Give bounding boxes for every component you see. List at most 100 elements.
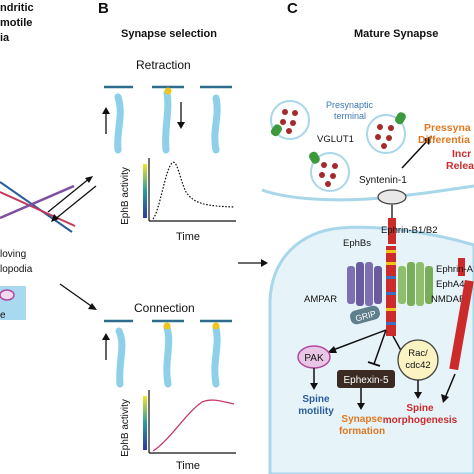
rac-label-line-2: cdc42 — [405, 360, 430, 371]
presynaptic-terminal-line-2: terminal — [334, 111, 366, 121]
arrow-a-to-retraction-up — [47, 177, 91, 213]
presyn-differentiation-line-2: Differentia — [418, 134, 470, 146]
ephb-domain-stripe — [386, 276, 396, 279]
synapse-formation-line-1: Synapse — [341, 414, 383, 425]
panel-c: C Mature Synapse Presynaptic terminal VG… — [261, 0, 474, 474]
panel-a-title-line-3: ia — [0, 32, 10, 44]
conn-contact-dot-2 — [163, 322, 171, 330]
vglut1-label: VGLUT1 — [317, 134, 354, 145]
nmdar-subunit — [425, 266, 433, 304]
nmdar-subunit — [407, 262, 415, 306]
ampar-subunit — [365, 262, 373, 306]
vglut1-transporter — [270, 124, 282, 137]
panel-a: ndritic motile ia loving lopodia e — [0, 2, 97, 321]
glutamate-dot — [377, 124, 383, 130]
vesicle-2 — [310, 152, 350, 192]
connection-ylabel: EphB activity — [120, 399, 131, 457]
legend-marker — [0, 289, 15, 301]
panel-a-title-line-1: ndritic — [0, 2, 34, 14]
epha4-arrowhead — [441, 394, 449, 403]
conn-contact-dot-3 — [212, 322, 220, 330]
presynaptic-terminal-line-1: Presynaptic — [326, 100, 374, 110]
ampar-subunit — [347, 266, 355, 304]
syntenin-arrow — [401, 139, 429, 169]
retraction-arrowhead-down — [177, 122, 185, 129]
ephb-domain-stripe — [386, 292, 396, 295]
nmdar-subunit — [398, 266, 406, 304]
ephb-domain-stripe — [386, 322, 396, 325]
synapse-formation-line-2: formation — [339, 426, 385, 437]
ephrin-b-label: Ephrin-B1/B2 — [381, 225, 438, 236]
glutamate-dot — [332, 163, 338, 169]
panel-c-title: Mature Synapse — [354, 28, 438, 40]
filopodia-track-purple — [0, 184, 75, 220]
filopodia-track-red — [0, 191, 76, 227]
glutamate-dot — [286, 128, 292, 134]
ephrin-b-ligand — [388, 218, 396, 244]
arrowhead-pak-down — [310, 383, 318, 390]
glutamate-dot — [386, 135, 392, 141]
glutamate-dot — [292, 110, 298, 116]
glutamate-dot — [290, 120, 296, 126]
syntenin-1-protein — [377, 189, 407, 205]
inhibit-ephb-to-ephexin — [373, 329, 387, 365]
ephb-domain-stripe — [386, 308, 396, 311]
retraction-ylabel: EphB activity — [120, 167, 131, 225]
inhibit-bar-ephexin — [367, 361, 381, 367]
glutamate-dot — [280, 119, 286, 125]
increased-release-line-2: Relea — [446, 160, 474, 172]
epha4-label: EphA4 — [436, 279, 465, 290]
glutamate-dot — [381, 143, 387, 149]
ephrin-a-label: Ephrin-A — [436, 264, 474, 275]
retraction-color-scale — [143, 164, 147, 218]
panel-a-title-line-2: motile — [0, 17, 32, 29]
connection-label: Connection — [134, 301, 195, 315]
retraction-curve — [152, 161, 235, 220]
moving-filopodia-line-1: loving — [0, 249, 26, 260]
ephb-receptor — [386, 246, 396, 336]
arrowhead-b-to-c — [261, 259, 268, 267]
nmdar-label: NMDAR — [431, 294, 466, 305]
increased-release-line-1: Incr — [452, 148, 471, 160]
grip-protein — [350, 305, 380, 325]
glutamate-dot — [321, 162, 327, 168]
presynaptic-membrane — [261, 184, 474, 202]
pak-label: PAK — [304, 353, 324, 364]
nmdar-subunit — [416, 262, 424, 306]
filopodium-1 — [114, 93, 124, 154]
retraction-xlabel: Time — [176, 231, 200, 243]
ephexin-5-label: Ephexin-5 — [343, 375, 388, 386]
glutamate-dot — [375, 134, 381, 140]
ephb-domain-stripe — [386, 250, 396, 253]
ampar-subunit — [374, 266, 382, 304]
glutamate-dot — [330, 173, 336, 179]
arrowhead-a-to-retraction-up — [85, 176, 93, 183]
panel-c-letter: C — [287, 0, 298, 17]
arrow-ephb-to-pak — [332, 329, 387, 351]
spine-morph-line-2: morphogenesis — [383, 415, 458, 426]
presyn-differentiation-line-1: Pressyna — [424, 122, 471, 134]
epha4-receptor — [449, 279, 474, 371]
filopodium-2 — [162, 89, 172, 154]
spine-morph-line-1: Spine — [406, 403, 434, 414]
ephrin-a-ligand — [458, 258, 465, 276]
filopodium-3 — [211, 94, 221, 154]
legend-box-text: e — [0, 310, 6, 321]
ephexin-5-node — [337, 370, 395, 388]
contact-dot-2 — [164, 87, 172, 95]
syntenin-arrowhead — [423, 136, 432, 145]
panel-b-letter: B — [98, 0, 109, 17]
ampar-label: AMPAR — [304, 294, 337, 305]
arrowhead-retraction-to-a — [51, 214, 59, 222]
arrowhead-ephexin-down — [357, 403, 365, 410]
retraction-label: Retraction — [136, 58, 191, 72]
connection-curve — [152, 399, 235, 452]
ephbs-label: EphBs — [343, 238, 371, 249]
arrow-a-to-connection — [59, 283, 95, 309]
growth-arrowhead-up — [102, 107, 110, 114]
vglut1-transporter — [395, 112, 406, 125]
spine-motility-line-1: Spine — [302, 394, 330, 405]
glutamate-dot — [325, 181, 331, 187]
connection-color-scale — [143, 396, 147, 450]
